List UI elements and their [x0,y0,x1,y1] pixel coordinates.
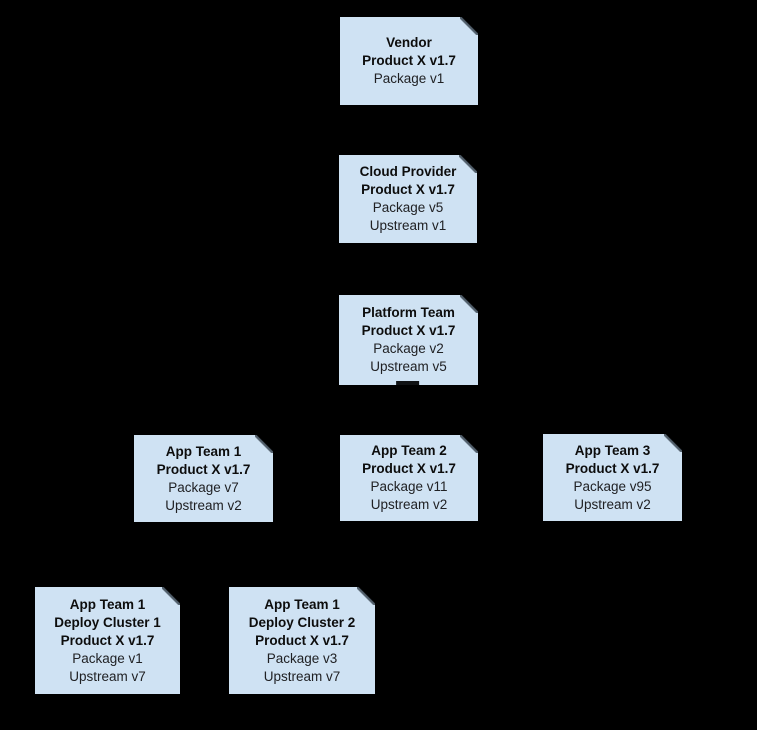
node-package-line: Package v11 [370,479,448,494]
folded-corner-icon [460,435,478,453]
node-upstream-line: Upstream v1 [369,218,447,233]
node-product-line: Product X v1.7 [255,632,349,648]
folded-corner-icon [162,587,180,605]
node-cluster-line: Deploy Cluster 1 [54,614,161,630]
node-product-line: Product X v1.7 [361,182,455,197]
node-app-team-3: App Team 3 Product X v1.7 Package v95 Up… [543,434,682,521]
folded-corner-icon [460,17,478,35]
folded-corner-icon [664,434,682,452]
folded-corner-icon [459,155,477,173]
node-product-line: Product X v1.7 [60,632,155,648]
node-org-line: App Team 3 [574,442,651,458]
node-upstream-line: Upstream v7 [69,668,146,684]
node-org-line: Cloud Provider [359,164,457,179]
node-package-line: Package v1 [72,650,143,666]
node-package-line: Package v2 [373,341,444,356]
node-product-line: Product X v1.7 [565,460,660,476]
node-app-team-2: App Team 2 Product X v1.7 Package v11 Up… [340,435,478,521]
node-package-line: Package v7 [168,479,239,495]
folded-corner-icon [255,435,273,453]
node-package-line: Package v95 [573,478,652,494]
node-product-line: Product X v1.7 [156,461,251,477]
node-upstream-line: Upstream v2 [370,497,448,512]
node-org-line: Platform Team [362,305,455,320]
node-upstream-line: Upstream v5 [370,359,447,374]
node-app-team-1-deploy-cluster-2: App Team 1 Deploy Cluster 2 Product X v1… [229,587,375,694]
node-org-line: App Team 1 [69,596,146,612]
node-org-line: App Team 1 [264,596,340,612]
node-platform-team: Platform Team Product X v1.7 Package v2 … [339,295,478,385]
node-upstream-line: Upstream v2 [165,497,242,513]
node-cloud-provider: Cloud Provider Product X v1.7 Package v5… [339,155,477,243]
node-product-line: Product X v1.7 [362,53,456,68]
node-upstream-line: Upstream v7 [263,668,341,684]
node-app-team-1-deploy-cluster-1: App Team 1 Deploy Cluster 1 Product X v1… [35,587,180,694]
node-vendor: Vendor Product X v1.7 Package v1 [340,17,478,105]
node-org-line: Vendor [386,35,432,50]
node-package-line: Package v1 [373,71,445,86]
node-org-line: App Team 1 [165,443,242,459]
node-product-line: Product X v1.7 [361,323,456,338]
node-package-line: Package v3 [266,650,338,666]
node-app-team-1: App Team 1 Product X v1.7 Package v7 Ups… [134,435,273,522]
folded-corner-icon [460,295,478,313]
node-product-line: Product X v1.7 [362,461,456,476]
clipped-text-fragment [395,381,419,385]
node-package-line: Package v5 [372,200,444,215]
folded-corner-icon [357,587,375,605]
node-org-line: App Team 2 [371,443,447,458]
node-cluster-line: Deploy Cluster 2 [248,614,356,630]
node-upstream-line: Upstream v2 [574,496,651,512]
